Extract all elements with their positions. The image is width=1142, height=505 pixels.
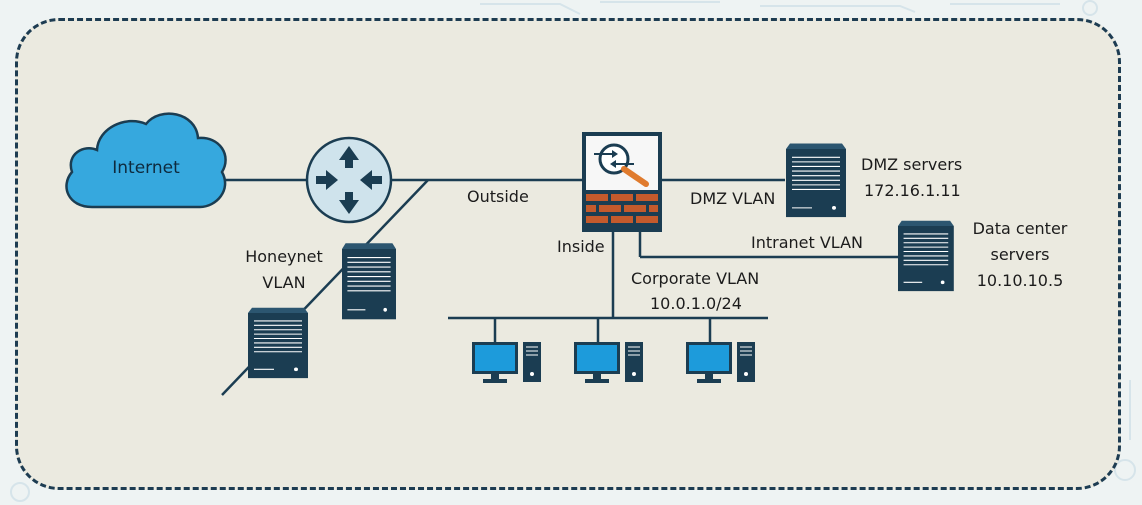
honeynet-label-line2: VLAN: [262, 273, 306, 292]
workstation-icon: [573, 341, 644, 384]
honeynet-server-icon-lower: [247, 307, 309, 379]
dmz-server-icon: [785, 142, 847, 218]
intranet-vlan-label: Intranet VLAN: [751, 233, 863, 252]
datacenter-label-line2: servers: [990, 245, 1050, 264]
router-icon: [305, 136, 393, 224]
dmz-vlan-label: DMZ VLAN: [690, 189, 776, 208]
datacenter-label-line1: Data center: [972, 219, 1068, 238]
honeynet-server-icon-upper: [341, 242, 397, 320]
inside-label: Inside: [557, 237, 605, 256]
corporate-vlan-label: Corporate VLAN: [631, 269, 760, 288]
firewall-icon: [582, 132, 662, 232]
dmz-servers-label: DMZ servers: [861, 155, 963, 174]
workstation-icon: [685, 341, 756, 384]
workstation-icon: [471, 341, 542, 384]
cloud-icon: [65, 112, 227, 209]
honeynet-label-line1: Honeynet: [245, 247, 323, 266]
datacenter-ip-label: 10.10.10.5: [976, 271, 1064, 290]
datacenter-server-icon: [897, 220, 955, 292]
dmz-ip-label: 172.16.1.11: [864, 181, 961, 200]
outside-label: Outside: [467, 187, 529, 206]
corporate-subnet-label: 10.0.1.0/24: [650, 294, 742, 313]
internet-label: Internet: [112, 158, 180, 178]
